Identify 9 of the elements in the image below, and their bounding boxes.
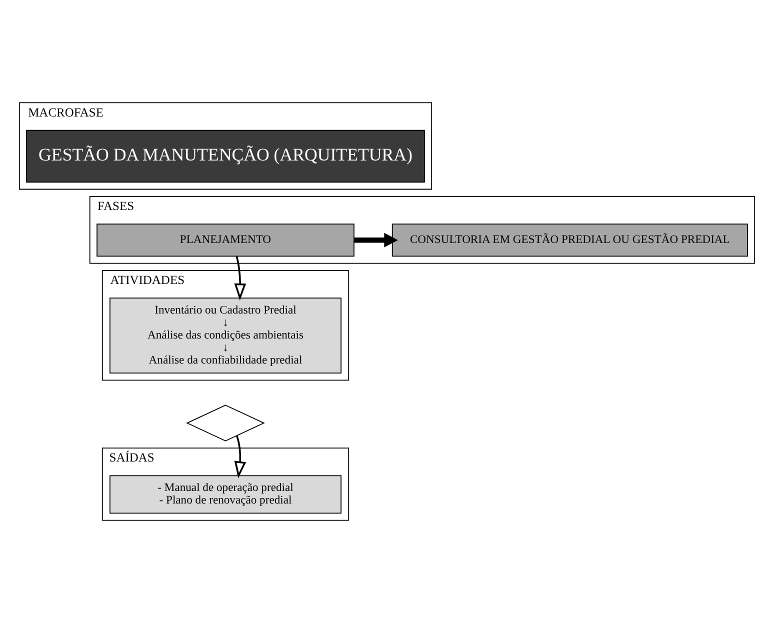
node-box: CONSULTORIA EM GESTÃO PREDIAL OU GESTÃO PREDIAL — [392, 224, 748, 257]
node-box: Inventário ou Cadastro Predial ↓ Análise das condições ambientais ↓ Análise da confiabilidade predial — [110, 298, 342, 374]
node-diamond — [186, 404, 265, 442]
node-box: - Manual de operação predial - Plano de renovação predial — [110, 475, 342, 514]
arrow — [234, 435, 246, 478]
node-box: GESTÃO DA MANUTENÇÃO (ARQUITETURA) — [26, 130, 425, 183]
node-box: PLANEJAMENTO — [96, 224, 354, 257]
arrow — [354, 232, 398, 248]
arrow — [234, 256, 246, 300]
